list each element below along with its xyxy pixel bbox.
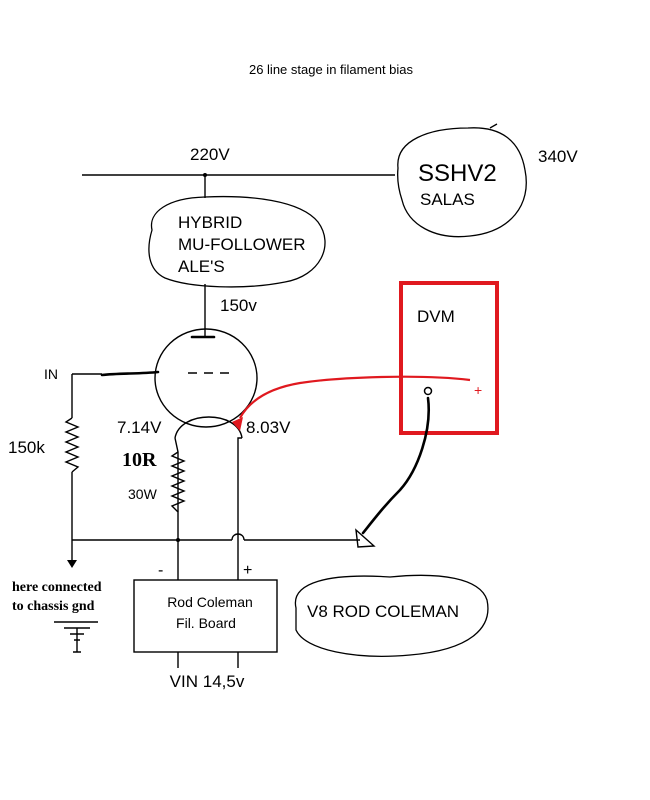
grid-lead — [100, 370, 160, 377]
input-label: IN — [44, 366, 58, 382]
label-7-14v: 7.14V — [117, 418, 162, 437]
label-220v: 220V — [190, 145, 230, 164]
filament-board — [133, 579, 278, 653]
grid-resistor — [64, 417, 80, 473]
sshv2-label: SSHV2 — [418, 160, 497, 187]
dvm-label: DVM — [417, 307, 455, 326]
hybrid-follower-cloud — [148, 195, 326, 288]
label-150v: 150v — [220, 296, 257, 315]
label-8-03v: 8.03V — [246, 418, 291, 437]
hybrid-label-line1: HYBRID — [178, 213, 242, 232]
ground-arrow — [67, 560, 77, 568]
triode-filament — [174, 416, 243, 439]
chassis-ground-symbol — [54, 621, 98, 653]
cathode-resistor — [170, 451, 186, 540]
sshv2-cloud — [396, 123, 527, 238]
board-label-line2: Fil. Board — [176, 615, 236, 631]
triode-envelope — [154, 328, 258, 428]
label-150k: 150k — [8, 438, 45, 457]
dvm-com-terminal — [423, 386, 433, 396]
v8-cloud — [294, 574, 489, 657]
label-30w: 30W — [128, 486, 158, 502]
hybrid-label-line2: MU-FOLLOWER — [178, 235, 306, 254]
red-probe-tip — [232, 417, 243, 431]
dvm-plus-mark: + — [474, 382, 482, 398]
dvm-box — [399, 281, 499, 435]
salas-label: SALAS — [420, 190, 475, 209]
ground-note-line2: to chassis gnd — [12, 599, 95, 614]
ground-note-line1: here connected — [12, 580, 102, 595]
vin-label: VIN 14,5v — [170, 672, 245, 691]
v8-label: V8 ROD COLEMAN — [307, 602, 459, 621]
hybrid-label-line3: ALE'S — [178, 257, 225, 276]
plus-mark: + — [243, 562, 252, 579]
label-340v: 340V — [538, 147, 578, 166]
label-10r: 10R — [122, 449, 157, 471]
minus-mark: - — [158, 562, 163, 579]
black-probe-tip — [355, 528, 376, 548]
board-label-line1: Rod Coleman — [167, 594, 253, 610]
board-input-leads — [177, 652, 239, 668]
cathode-right-wire — [237, 437, 242, 580]
diagram-title: 26 line stage in filament bias — [249, 62, 414, 77]
black-probe-lead — [361, 396, 430, 535]
red-probe-lead — [239, 375, 471, 419]
